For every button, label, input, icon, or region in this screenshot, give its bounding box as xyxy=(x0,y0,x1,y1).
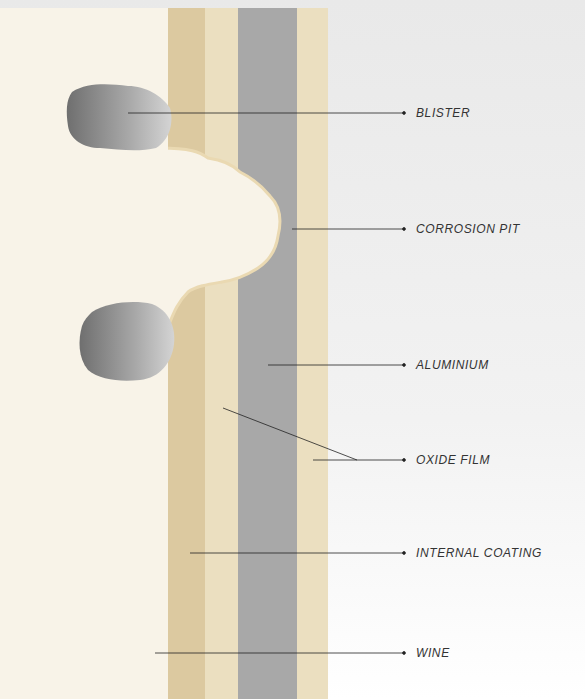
blister xyxy=(67,84,172,150)
leader-dot xyxy=(403,112,406,115)
leader-line xyxy=(313,460,404,461)
leader-line xyxy=(190,553,404,554)
leader-line xyxy=(292,229,404,230)
blister xyxy=(80,302,175,381)
corrosion-pit xyxy=(160,148,280,330)
leader-dot xyxy=(403,228,406,231)
part-label: OXIDE FILM xyxy=(416,453,490,467)
leader-dot xyxy=(403,364,406,367)
part-label: WINE xyxy=(416,646,450,660)
part-label: CORROSION PIT xyxy=(416,222,520,236)
leader-dot xyxy=(403,552,406,555)
internal-coating-layer xyxy=(168,8,205,699)
part-label: INTERNAL COATING xyxy=(416,546,542,560)
aluminium-layer xyxy=(238,8,297,699)
leader-dot xyxy=(403,652,406,655)
leader-line xyxy=(268,365,404,366)
part-label: ALUMINIUM xyxy=(416,358,489,372)
leader-dot xyxy=(403,459,406,462)
leader-line xyxy=(223,408,357,460)
leader-line xyxy=(128,113,404,114)
oxide-film-layer xyxy=(205,8,238,699)
leader-line xyxy=(155,653,404,654)
oxide-film-layer xyxy=(297,8,328,699)
part-label: BLISTER xyxy=(416,106,470,120)
